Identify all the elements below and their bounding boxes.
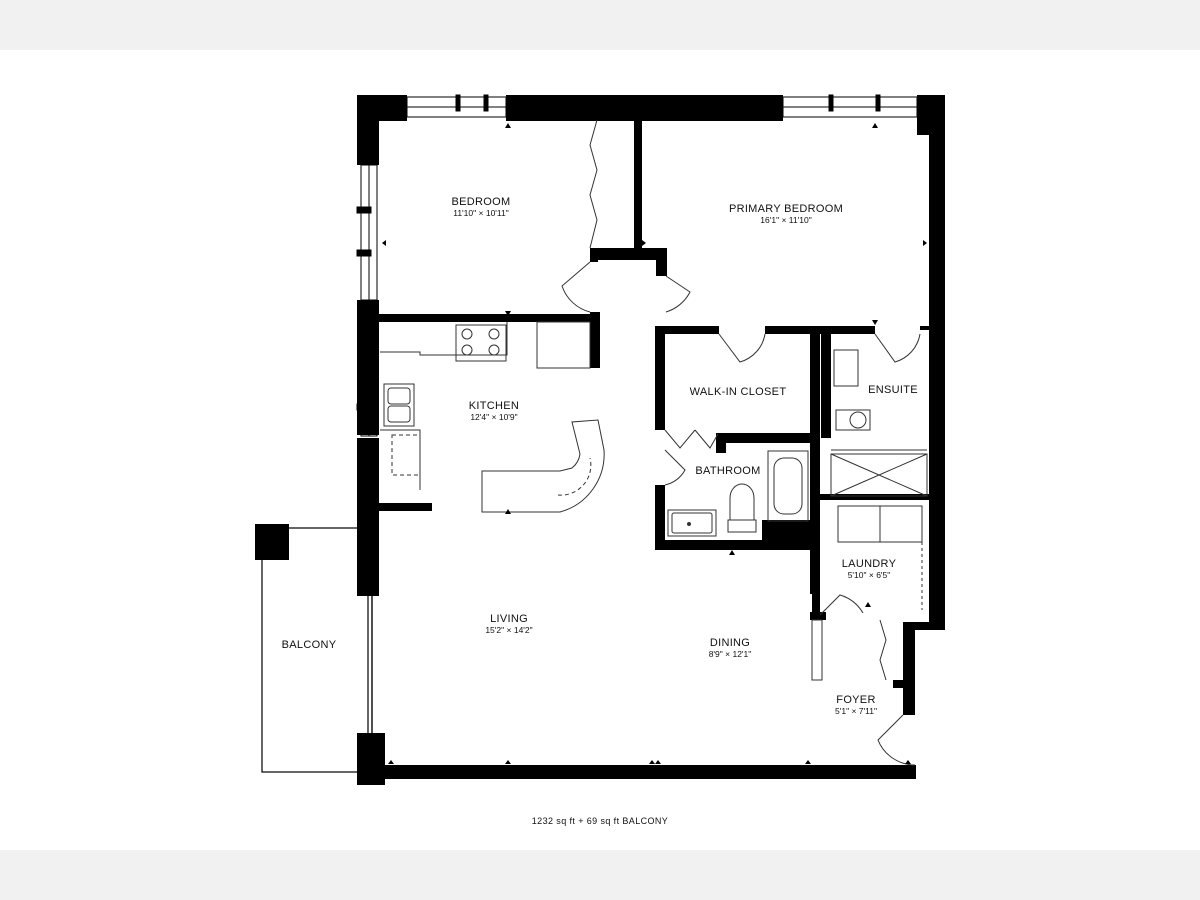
shower: [830, 453, 928, 497]
wall-bedroom-closet-stub: [656, 250, 667, 276]
burner-icon: [488, 328, 500, 340]
counter-left: [380, 429, 421, 490]
wall-right: [929, 95, 945, 630]
door-foyer-closet: [879, 619, 887, 681]
room-label-ensuite: ENSUITE: [868, 384, 918, 396]
wall-ensuite-top: [920, 326, 930, 330]
wall-laundry-stub: [810, 612, 826, 620]
cooktop: [455, 324, 507, 362]
burner-icon: [488, 344, 500, 356]
room-dims-bedroom: 11'10" × 10'11": [453, 208, 509, 218]
wall-closet-left: [655, 326, 665, 430]
room-dims-dining: 8'9" × 12'1": [709, 649, 752, 659]
floor-plan-canvas: BEDROOM 11'10" × 10'11" PRIMARY BEDROOM …: [0, 50, 1200, 850]
door-bedroom-closet: [589, 119, 598, 249]
sink: [383, 383, 415, 427]
dryer: [879, 505, 923, 543]
room-label-primary-bedroom: PRIMARY BEDROOM: [729, 203, 843, 215]
wall-laundry-left: [812, 497, 820, 619]
room-label-bedroom: BEDROOM: [452, 196, 511, 208]
room-label-walk-in-closet: WALK-IN CLOSET: [690, 386, 787, 398]
dimension-markers: [382, 123, 927, 764]
doors: [561, 119, 921, 766]
wall-left-lower: [357, 438, 379, 596]
room-labels: BEDROOM 11'10" × 10'11" PRIMARY BEDROOM …: [282, 196, 918, 826]
ensuite-vanity: [833, 349, 859, 387]
dishwasher: [391, 434, 421, 476]
balcony-post: [255, 524, 289, 560]
wall-bedroom-bottom: [377, 314, 592, 322]
floor-plan: BEDROOM 11'10" × 10'11" PRIMARY BEDROOM …: [255, 94, 945, 826]
wall-top-middle: [506, 95, 783, 121]
counter-top: [380, 322, 508, 356]
door-entry: [877, 714, 916, 766]
wall-bedroom-divider: [634, 120, 642, 250]
kitchen-fixtures: [380, 321, 605, 513]
refrigerator: [536, 321, 591, 369]
burner-icon: [461, 328, 473, 340]
balcony: [261, 527, 373, 773]
wall-ensuite-left: [821, 326, 831, 438]
room-dims-kitchen: 12'4" × 10'9": [470, 412, 517, 422]
door-bath-closet: [664, 429, 719, 449]
wall-right-bottom: [903, 622, 945, 630]
room-label-balcony: BALCONY: [282, 639, 337, 651]
walls: [255, 95, 945, 785]
wall-bedroom-closet-left: [590, 248, 598, 262]
wall-closet-bottom: [718, 433, 818, 443]
area-note: 1232 sq ft + 69 sq ft BALCONY: [532, 816, 668, 826]
burner-icon: [461, 344, 473, 356]
door-ensuite: [874, 333, 921, 363]
room-dims-foyer: 5'1" × 7'11": [835, 706, 877, 716]
room-dims-primary-bedroom: 16'1" × 11'10": [760, 215, 811, 225]
room-label-kitchen: KITCHEN: [469, 400, 519, 412]
ensuite-toilet: [835, 409, 871, 431]
room-label-laundry: LAUNDRY: [842, 558, 897, 570]
wall-bath-left: [655, 485, 665, 549]
door-primary: [665, 275, 691, 313]
door-dining-slider: [811, 619, 823, 681]
windows: [356, 94, 918, 437]
door-laundry: [819, 594, 864, 616]
wall-left-middle: [357, 300, 379, 435]
washer: [837, 505, 881, 543]
room-label-foyer: FOYER: [836, 694, 875, 706]
wall-bath-stub: [716, 433, 726, 453]
room-label-living: LIVING: [490, 613, 528, 625]
wall-left-upper: [357, 95, 379, 165]
wall-laundry-top: [812, 494, 932, 500]
room-dims-laundry: 5'10" × 6'5": [848, 570, 891, 580]
wall-closet-top-left: [655, 326, 719, 334]
room-dims-living: 15'2" × 14'2": [485, 625, 532, 635]
wall-kitchen-right: [590, 312, 600, 368]
wall-closet-right: [810, 326, 820, 594]
door-closet: [718, 333, 766, 363]
bath-fixtures: [667, 349, 928, 610]
room-label-dining: DINING: [710, 637, 750, 649]
door-bedroom: [561, 261, 591, 313]
island: [481, 419, 605, 513]
wall-kitchen-bump: [378, 503, 432, 511]
bath-vanity: [667, 509, 717, 537]
wall-bottom: [380, 765, 916, 779]
room-label-bathroom: BATHROOM: [695, 465, 760, 477]
wall-bath-corner: [762, 520, 812, 550]
door-bathroom: [664, 449, 686, 486]
bathtub: [767, 450, 809, 522]
wall-bedroom-closet-bottom: [592, 248, 667, 260]
wall-foyer-right: [903, 625, 915, 715]
toilet: [729, 483, 755, 521]
wall-bath-bottom: [655, 540, 812, 550]
wall-foyer-jog: [893, 680, 915, 688]
